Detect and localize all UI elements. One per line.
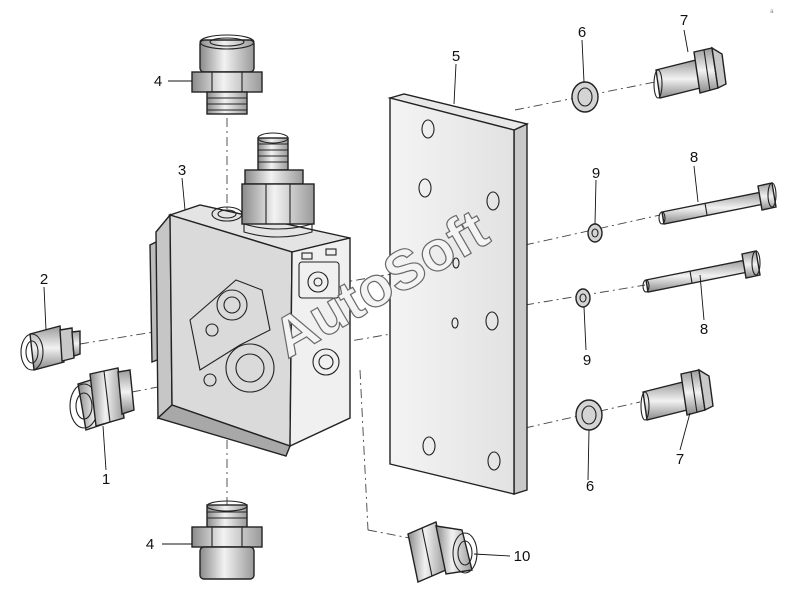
adapter-fitting-top — [191, 34, 263, 115]
callout-8-top: 8 — [690, 149, 698, 166]
washer-part-9-bottom — [575, 288, 591, 308]
callout-6-bottom: 6 — [586, 478, 594, 495]
callout-9-top: 9 — [592, 165, 600, 182]
callouts: 1 2 3 4 4 5 6 6 7 7 8 8 9 9 10 — [40, 12, 708, 565]
fitting-part-1 — [69, 367, 135, 431]
washer-part-6-bottom — [575, 399, 603, 431]
callout-5: 5 — [452, 48, 460, 65]
callout-3: 3 — [178, 162, 186, 179]
callout-8-bottom: 8 — [700, 321, 708, 338]
bolt-part-7-bottom — [640, 368, 714, 421]
washer-part-6-top — [571, 81, 599, 113]
callout-6-top: 6 — [578, 24, 586, 41]
corner-mark: a — [770, 8, 774, 15]
bolt-part-8-top — [658, 182, 777, 225]
fitting-part-2 — [20, 325, 81, 371]
washer-part-9-top — [587, 223, 603, 243]
callout-1: 1 — [102, 471, 110, 488]
callout-2: 2 — [40, 271, 48, 288]
mounting-plate — [387, 93, 530, 495]
callout-4-top: 4 — [154, 73, 162, 90]
callout-4-bottom: 4 — [146, 536, 154, 553]
callout-7-bottom: 7 — [676, 451, 684, 468]
callout-10: 10 — [514, 548, 531, 565]
leader-lines — [43, 29, 705, 557]
relief-valve-cartridge — [241, 132, 315, 238]
adapter-fitting-bottom — [191, 500, 263, 580]
fitting-part-10 — [407, 521, 478, 583]
bolt-part-7-top — [653, 46, 727, 99]
callout-7-top: 7 — [680, 12, 688, 29]
bolt-part-8-bottom — [642, 250, 761, 293]
valve-block — [149, 204, 351, 457]
callout-9-bottom: 9 — [583, 352, 591, 369]
